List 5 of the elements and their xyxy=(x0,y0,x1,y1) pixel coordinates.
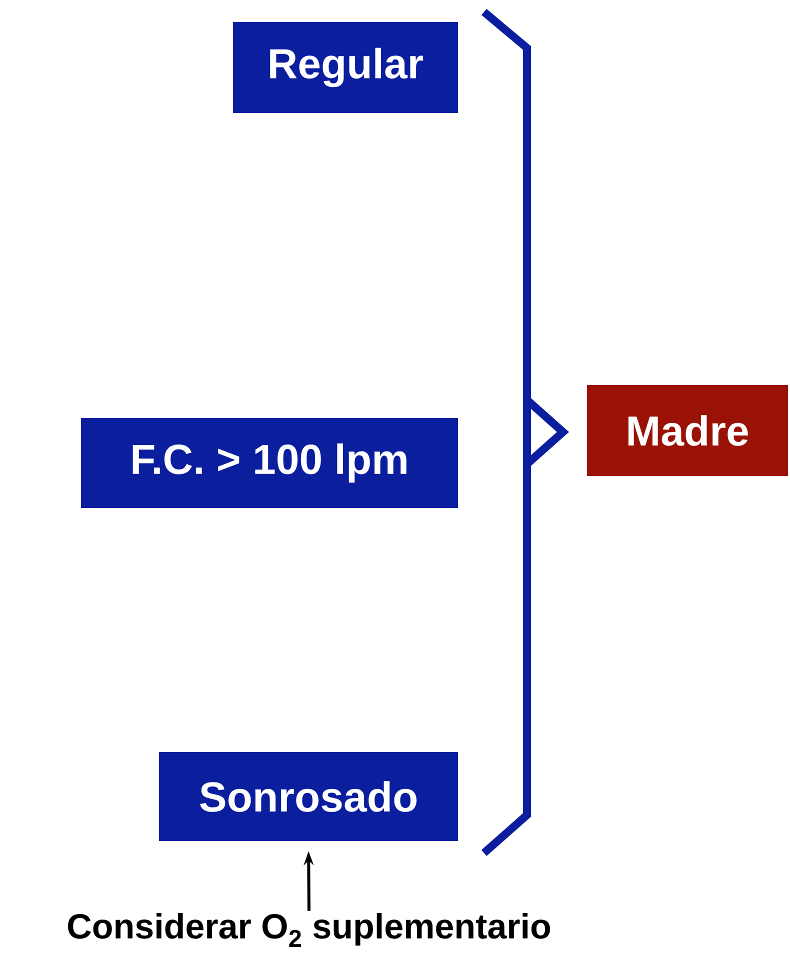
result-box: Madre xyxy=(587,385,788,476)
label-box: Sonrosado xyxy=(159,752,458,841)
label-box: F.C. > 100 lpm xyxy=(81,418,458,508)
label-box: Regular xyxy=(233,22,458,113)
note-text: Considerar O$_{2}$ suplementario xyxy=(68,913,550,947)
